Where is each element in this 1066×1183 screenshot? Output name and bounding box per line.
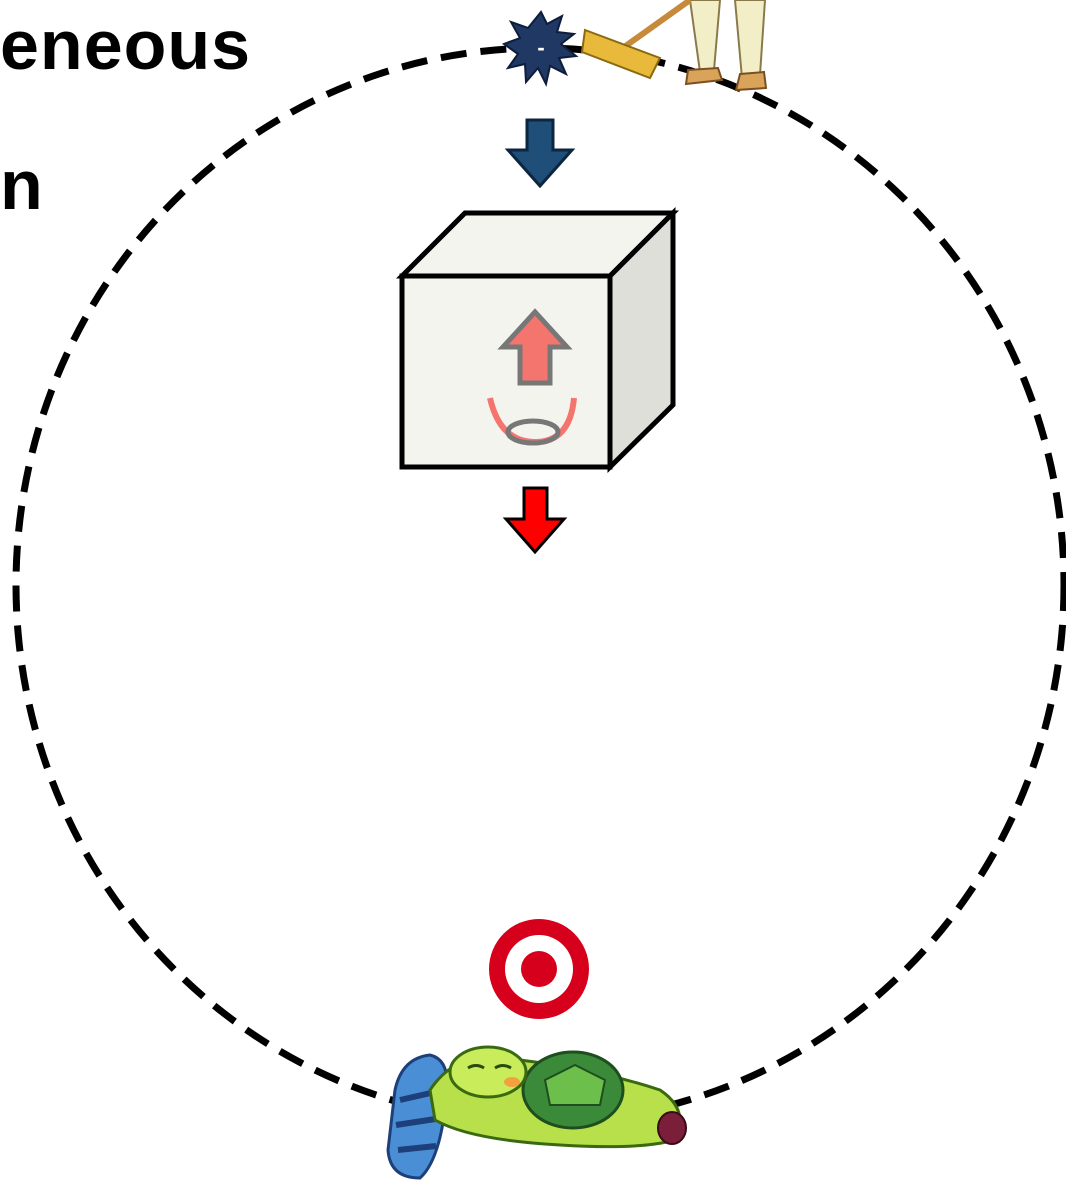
blue-down-arrow xyxy=(504,118,576,189)
cube-box xyxy=(395,206,680,473)
title-fragment: eneous xyxy=(0,6,252,84)
spin-up-arrow xyxy=(497,308,573,386)
broom-sweeper-icon xyxy=(580,0,768,92)
target-icon xyxy=(489,919,589,1019)
sleeping-turtle-icon xyxy=(386,1045,687,1180)
spiky-star-icon: - xyxy=(501,10,579,87)
red-down-arrow xyxy=(502,486,568,555)
title-fragment-line2: n xyxy=(0,146,43,224)
electron-charge-label: - xyxy=(537,35,544,60)
spin-loop xyxy=(505,418,561,446)
